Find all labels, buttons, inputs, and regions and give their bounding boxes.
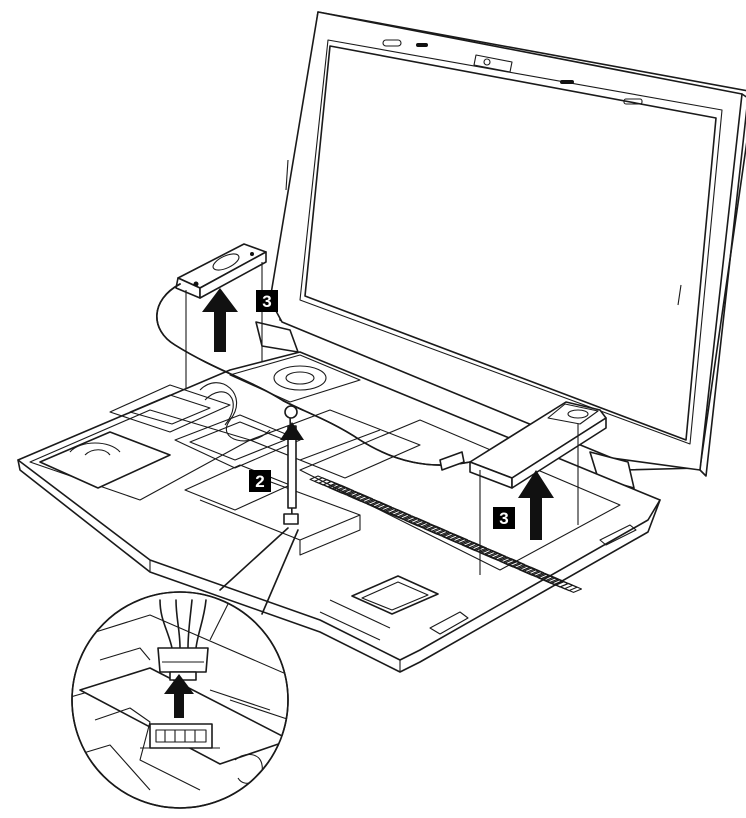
svg-text:3: 3 <box>262 292 271 311</box>
keyboard-key <box>521 566 545 577</box>
svg-text:3: 3 <box>499 509 508 528</box>
keyboard-grid <box>299 419 621 593</box>
left-speaker <box>175 243 267 299</box>
svg-text:2: 2 <box>255 472 264 491</box>
keyboard-key <box>502 558 526 569</box>
keyboard-key <box>388 509 412 520</box>
connector-zoom-detail <box>71 527 299 809</box>
keyboard-key <box>369 500 393 511</box>
up-arrow-icon <box>280 422 304 509</box>
keyboard-key <box>426 525 450 536</box>
keyboard-key <box>331 484 355 495</box>
laptop-base <box>17 351 661 673</box>
keyboard-key <box>464 541 488 552</box>
keyboard-key <box>407 517 431 528</box>
hinges <box>255 321 637 501</box>
display-lid <box>269 11 746 477</box>
keyboard-key <box>540 574 564 585</box>
callout-step-3-right: 3 <box>493 507 515 529</box>
callout-step-2: 2 <box>249 470 271 492</box>
up-arrow-icon <box>518 470 554 540</box>
keyboard-key <box>559 582 583 593</box>
touchpad <box>351 575 439 615</box>
right-speaker <box>469 401 607 489</box>
keyboard-key <box>445 533 469 544</box>
keyboard-key <box>350 492 374 503</box>
callout-step-3-left: 3 <box>256 290 278 312</box>
up-arrow-icon <box>202 288 238 352</box>
keyboard-key <box>483 550 507 561</box>
